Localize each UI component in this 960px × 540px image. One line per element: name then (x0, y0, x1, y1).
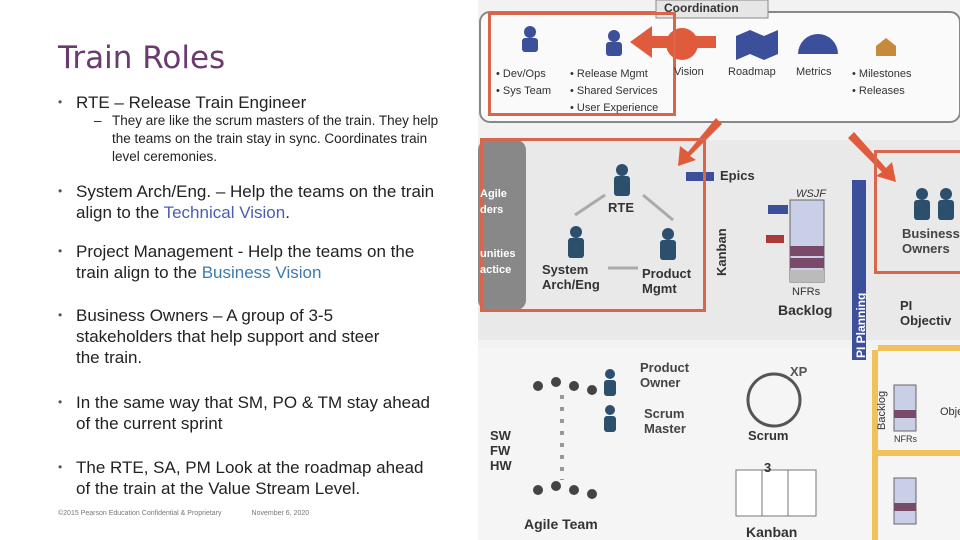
label-line: Business (902, 226, 960, 241)
label-line: System (542, 262, 589, 277)
label-line: Mgmt (642, 281, 677, 296)
bullet-system-arch: System Arch/Eng. – Help the teams on the… (58, 181, 446, 223)
highlight-box-program-roles (480, 138, 706, 312)
highlight-box-business-owners (874, 150, 960, 274)
label-line: Arch/Eng (542, 277, 600, 292)
rte-label: RTE (608, 200, 634, 215)
bullet-tail: . (285, 203, 290, 222)
label-line: Owner (640, 375, 681, 390)
partial-label: actice (480, 264, 512, 276)
system-arch-label: System Arch/Eng (542, 262, 600, 292)
bullet-rte: RTE – Release Train Engineer (58, 92, 446, 113)
footer-copyright: ©2015 Pearson Education Confidential & P… (58, 510, 222, 517)
diagram-background (478, 0, 960, 540)
label-line: Product (640, 360, 690, 375)
bullet-project-mgmt: Project Management - Help the teams on t… (58, 241, 446, 283)
partial-label: ders (480, 204, 504, 216)
highlight-technical-vision: Technical Vision (163, 203, 286, 222)
team-nfrs-label: NFRs (894, 434, 917, 444)
list-item: • Release Mgmt (570, 68, 648, 80)
business-owners-label: Business Owners (902, 226, 960, 256)
pi-objectives-label: PI Objectiv (900, 298, 952, 328)
bullet-text: Project Management - Help the teams on t… (76, 242, 415, 282)
bullet-text: System Arch/Eng. – Help the teams on the… (76, 182, 435, 222)
label-line: FW (490, 443, 511, 458)
pi-planning-label: PI Planning (854, 292, 868, 358)
team-backlog-label: Backlog (876, 390, 888, 430)
highlight-business-vision: Business Vision (201, 263, 322, 282)
scrum-label: Scrum (748, 428, 789, 443)
top-list-release: • Release Mgmt • Shared Services • User … (570, 66, 658, 117)
safe-diagram: Coordination • Dev/Ops • Sys Team • Rele… (478, 0, 960, 540)
label-line: Owners (902, 241, 950, 256)
list-item: • Sys Team (496, 85, 551, 97)
label-line: Master (644, 421, 686, 436)
top-list-milestones: • Milestones • Releases (852, 66, 912, 100)
metrics-label: Metrics (796, 66, 832, 78)
label-line: SW (490, 428, 511, 443)
label-line: Product (642, 266, 692, 281)
highlight-box-coordination (488, 12, 676, 116)
list-item: • Releases (852, 85, 905, 97)
roadmap-label: Roadmap (728, 66, 776, 78)
left-partial-labels: Agile ders unities actice (480, 186, 515, 278)
list-item: • User Experience (570, 102, 659, 114)
footer: ©2015 Pearson Education Confidential & P… (58, 510, 309, 517)
bullet-text: Business Owners – A group of 3-5 stakeho… (76, 306, 380, 367)
sw-fw-hw-label: SW FW HW (490, 428, 512, 473)
coordination-label: Coordination (664, 1, 739, 15)
nfrs-label: NFRs (792, 286, 821, 298)
label-line: HW (490, 458, 512, 473)
sub-bullet-rte: They are like the scrum masters of the t… (94, 112, 442, 166)
bullet-roadmap: The RTE, SA, PM Look at the roadmap ahea… (58, 457, 436, 499)
partial-label: Agile (480, 188, 507, 200)
scrum-master-label: Scrum Master (644, 406, 686, 436)
kanban-label: Kanban (746, 524, 798, 540)
kanban-wip-label: 3 (764, 460, 772, 475)
top-list-devops: • Dev/Ops • Sys Team (496, 66, 551, 100)
list-item: • Milestones (852, 68, 912, 80)
agile-team-label: Agile Team (524, 516, 598, 532)
kanban-vertical-label: Kanban (714, 228, 729, 276)
list-item: • Dev/Ops (496, 68, 546, 80)
label-line: Scrum (644, 406, 685, 421)
xp-label: XP (790, 364, 808, 379)
product-owner-label: Product Owner (640, 360, 689, 390)
team-objectives-label: Obje (940, 406, 960, 418)
product-mgmt-label: Product Mgmt (642, 266, 691, 296)
list-item: • Shared Services (570, 85, 658, 97)
slide-title: Train Roles (58, 40, 226, 76)
footer-date: November 6, 2020 (251, 510, 310, 517)
vision-label: Vision (674, 66, 704, 78)
bullet-business-owners: Business Owners – A group of 3-5 stakeho… (58, 305, 406, 368)
bullet-text: RTE – Release Train Engineer (76, 93, 307, 112)
backlog-label: Backlog (778, 302, 833, 318)
bullet-text: In the same way that SM, PO & TM stay ah… (76, 393, 431, 433)
bullet-text: The RTE, SA, PM Look at the roadmap ahea… (76, 458, 424, 498)
partial-label: unities (480, 248, 516, 260)
bullet-same-way: In the same way that SM, PO & TM stay ah… (58, 392, 436, 434)
wsjf-label: WSJF (796, 188, 826, 200)
epics-label: Epics (720, 168, 755, 183)
